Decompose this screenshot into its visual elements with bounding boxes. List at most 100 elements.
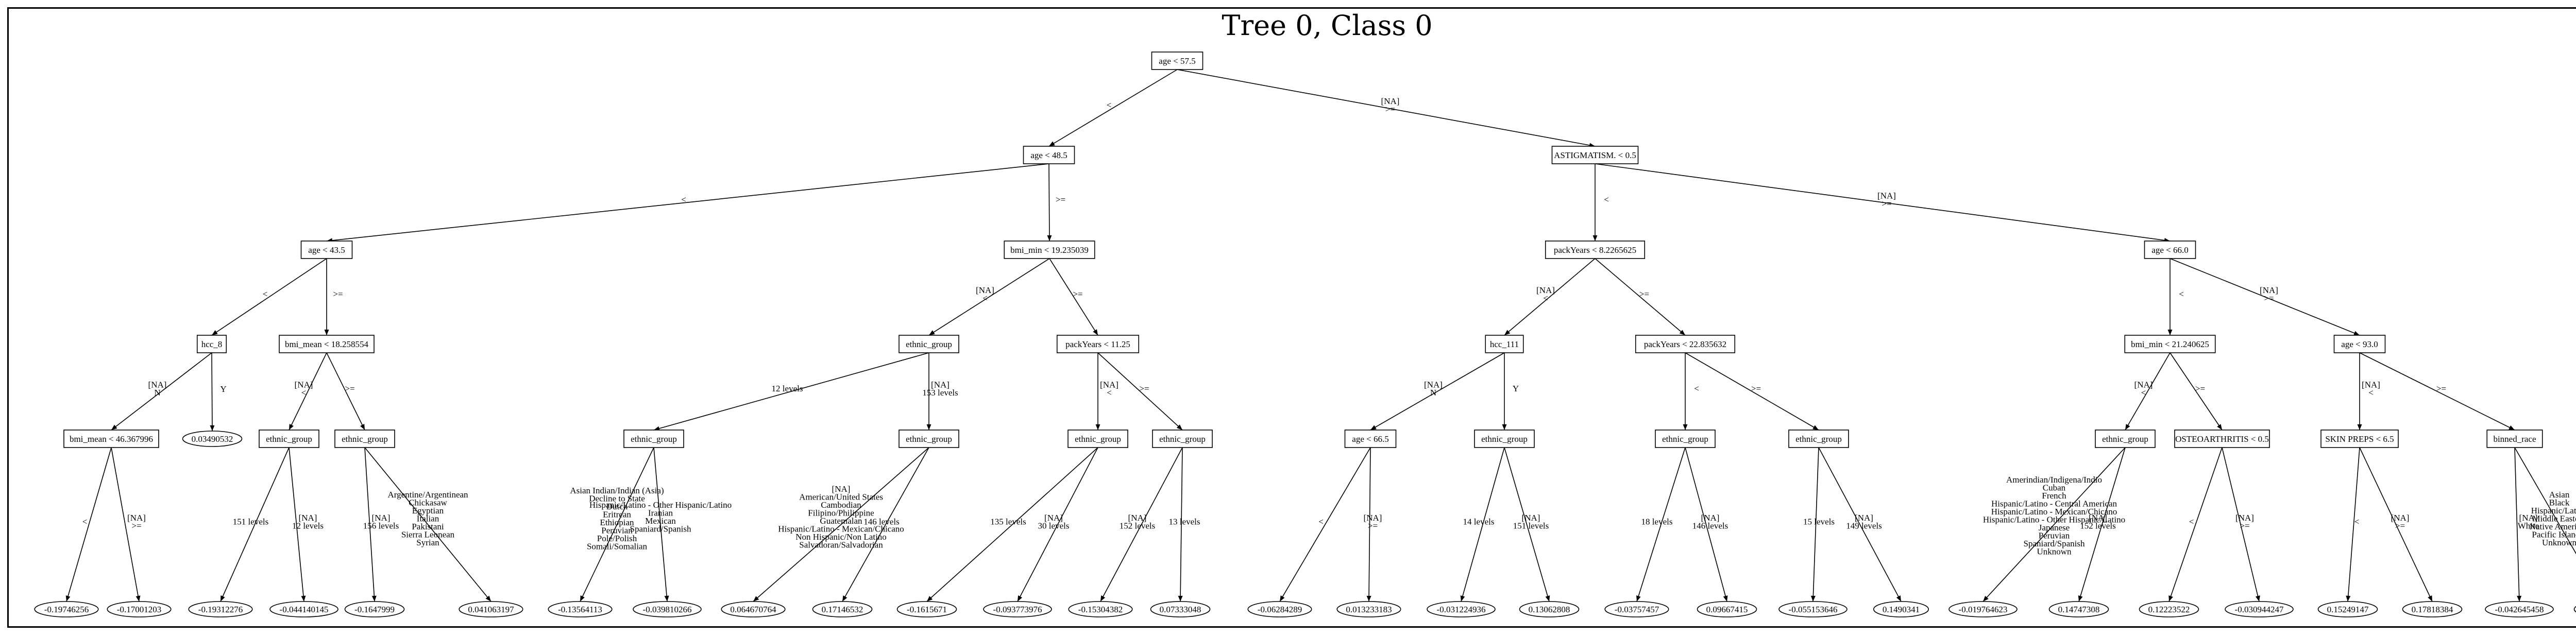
edge-label-line: Unknown — [2542, 538, 2576, 547]
tree-leaf-ellipse — [1427, 601, 1496, 617]
edge-n13-n26 — [2125, 352, 2171, 431]
edge-label: >= — [1073, 289, 1082, 299]
tree-leaf-ellipse — [1519, 601, 1580, 617]
edge-label: [NA]151 levels — [1513, 513, 1549, 531]
edge-n6-n14 — [2170, 258, 2360, 336]
edge-label-line: 152 levels — [2080, 521, 2115, 530]
edge-label-line: < — [2368, 388, 2374, 398]
edge-arrowhead — [1370, 425, 1377, 430]
tree-node-label: ethnic_group — [342, 434, 388, 444]
edge-n23-l17 — [1461, 447, 1505, 602]
edge-arrowhead — [1093, 329, 1098, 335]
tree-leaf-ellipse — [188, 601, 253, 617]
edge-n9-n18 — [653, 352, 929, 431]
tree-leaf-ellipse — [1068, 601, 1133, 617]
tree-node-box — [196, 335, 227, 353]
edge-label: < — [2189, 517, 2194, 527]
tree-node-box — [279, 335, 375, 353]
edge-label-line: 149 levels — [1846, 521, 1882, 530]
edge-label-line: White — [2518, 521, 2539, 530]
edge-label-line: Y — [220, 384, 226, 394]
edge-label: < — [2179, 289, 2184, 299]
edge-label-line: >= — [345, 384, 354, 393]
tree-node-box — [1635, 335, 1736, 353]
edge-label-line: Spaniard/Spanish — [2024, 539, 2085, 548]
edge-label-line: Pakistani — [412, 522, 444, 531]
edge-n18-l7 — [580, 447, 654, 602]
edge-label-line: Iranian — [648, 508, 673, 518]
tree-node-box — [1067, 429, 1128, 448]
tree-leaf: 0.17146532 — [812, 601, 873, 617]
tree-node-label: ethnic_group — [266, 434, 312, 444]
edge-n22-l16 — [1368, 447, 1371, 602]
edge-label-line: Hispanic/Latino - Other Hispanic/Latino — [589, 500, 732, 510]
edge-label-line: American/United States — [799, 492, 883, 502]
tree-leaf-value: -0.1615671 — [907, 605, 947, 614]
edge-label: 13 levels — [1169, 517, 1200, 527]
edge-n24-l19 — [1636, 447, 1686, 602]
tree-leaf: -0.19746256 — [34, 601, 99, 617]
tree-node-box — [1023, 146, 1075, 164]
tree-leaf-ellipse — [812, 601, 873, 617]
edge-n26-l24 — [2078, 447, 2126, 602]
edge-label-line: [NA] — [1364, 513, 1382, 523]
tree-leaf-value: 0.041063197 — [468, 605, 514, 614]
tree-leaf-ellipse — [2402, 601, 2463, 617]
edge-n0-n1 — [1048, 69, 1178, 147]
edge-arrowhead — [111, 424, 117, 430]
edge-label-line: >= — [2264, 293, 2274, 303]
tree-leaf-value: 0.07333048 — [1160, 605, 1201, 614]
tree-leaf-value: -0.044140145 — [280, 605, 329, 614]
tree-node-box — [2333, 335, 2386, 353]
tree-leaf: 0.07333048 — [1150, 601, 1211, 617]
edge-label: [NA]>= — [2235, 513, 2254, 531]
edge-label-line: < — [1543, 293, 1548, 303]
edge-label-line: 146 levels — [1692, 521, 1728, 530]
edge-label-line: >= — [2240, 521, 2249, 530]
edge-label-line: Egyptian — [412, 506, 444, 515]
edge-arrowhead — [212, 330, 218, 335]
edge-arrowhead — [2509, 425, 2515, 430]
edge-label: < — [2354, 517, 2360, 527]
tree-node: age < 48.5 — [1023, 146, 1075, 164]
edge-label-line: Unknown — [2037, 547, 2072, 557]
tree-node: bmi_min < 21.240625 — [2124, 335, 2216, 353]
tree-node: packYears < 22.835632 — [1635, 335, 1736, 353]
diagram-frame — [7, 7, 2576, 628]
edge-n16-l3 — [220, 447, 290, 602]
edge-label-line: >= — [333, 289, 343, 299]
edge-n19-l9 — [753, 447, 929, 602]
tree-node-box — [1788, 429, 1849, 448]
tree-node: binned_race — [2486, 429, 2543, 448]
edge-label: >= — [1056, 195, 1065, 204]
edge-n25-l22 — [1818, 447, 1902, 602]
edge-label-line: Italian — [417, 514, 439, 524]
edge-label-line: Hispanic/Latino — [2531, 506, 2576, 515]
tree-node: hcc_8 — [196, 335, 227, 353]
tree-leaf-value: 0.1490341 — [1883, 605, 1920, 614]
edge-arrowhead — [2428, 595, 2432, 601]
edge-label: >= — [2436, 384, 2446, 393]
edge-n25-l21 — [1812, 447, 1819, 602]
tree-node-label: bmi_mean < 18.258554 — [285, 339, 369, 349]
tree-leaf-value: -0.042645458 — [2495, 605, 2544, 614]
edge-arrowhead — [1095, 424, 1100, 430]
tree-node-box — [1152, 429, 1213, 448]
edge-arrowhead — [753, 596, 759, 601]
tree-leaf-value: 0.013233183 — [1346, 605, 1392, 614]
edge-arrowhead — [2353, 331, 2360, 336]
edge-label: >= — [1139, 384, 1149, 393]
edge-label-line: [NA] — [2391, 513, 2410, 523]
tree-leaf-ellipse — [2225, 601, 2294, 617]
edge-label-line: Peruvian — [601, 526, 633, 536]
edge-arrowhead — [221, 595, 225, 601]
tree-node-label: age < 43.5 — [308, 245, 345, 255]
tree-leaf: -0.044140145 — [269, 601, 338, 617]
edge-label-line: N — [1430, 388, 1436, 398]
edge-arrowhead — [580, 595, 585, 601]
edge-label-line: [NA] — [1100, 380, 1118, 389]
tree-leaf-ellipse — [107, 601, 172, 617]
edge-label-line: Chickasaw — [409, 498, 447, 508]
edge-arrowhead — [929, 330, 935, 335]
